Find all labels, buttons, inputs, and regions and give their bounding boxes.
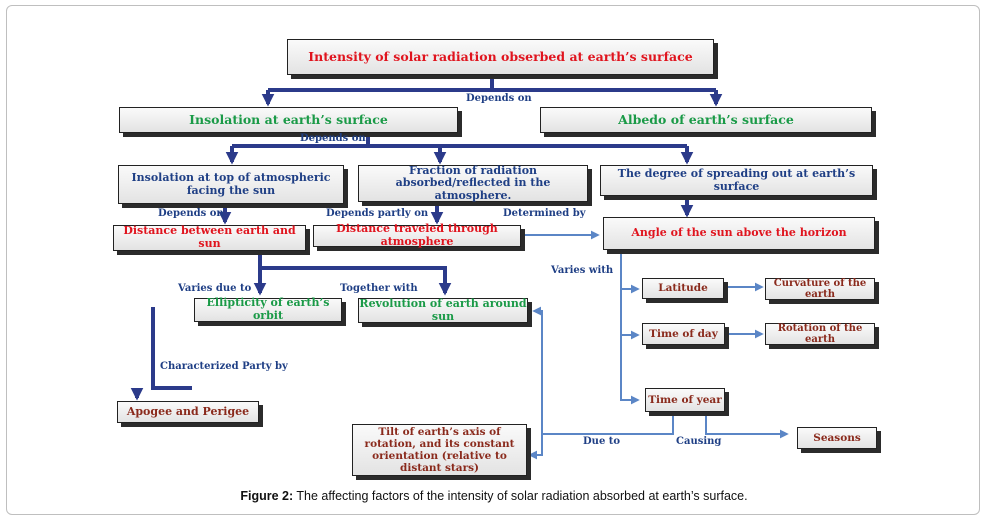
- node-insolation: Insolation at earth’s surface: [119, 107, 458, 133]
- label-together-with: Together with: [340, 283, 418, 294]
- node-apogee: Apogee and Perigee: [117, 401, 259, 423]
- node-time-of-day: Time of day: [642, 323, 725, 345]
- arrow-to-tilt: [528, 434, 543, 460]
- arrow-to-time-year: [620, 250, 640, 405]
- connector-to-apogee: [151, 307, 192, 390]
- arrow-to-revolution: [260, 266, 452, 296]
- node-distance-atm: Distance traveled through atmosphere: [313, 223, 521, 248]
- arrow-to-seasons: [705, 413, 789, 439]
- node-revolution: Revolution of earth around sun: [358, 296, 528, 323]
- node-seasons: Seasons: [797, 427, 877, 449]
- label-due-to: Due to: [583, 436, 621, 447]
- caption-text: The affecting factors of the intensity o…: [293, 489, 748, 503]
- label-depends-on-3: Depends on: [158, 208, 224, 219]
- label-depends-partly-on: Depends partly on: [326, 208, 429, 219]
- node-spreading: The degree of spreading out at earth’s s…: [600, 165, 873, 196]
- label-characterized-party-by: Characterized Party by: [160, 361, 288, 372]
- node-albedo: Albedo of earth’s surface: [540, 107, 872, 133]
- label-depends-on-2: Depends on: [300, 133, 366, 144]
- node-tilt: Tilt of earth’s axis of rotation, and it…: [352, 424, 527, 476]
- label-causing: Causing: [676, 436, 722, 447]
- node-curvature: Curvature of the earth: [765, 278, 875, 300]
- label-varies-due-to: Varies due to: [178, 283, 252, 294]
- caption-prefix: Figure 2:: [240, 489, 294, 503]
- figure-caption: Figure 2: The affecting factors of the i…: [0, 489, 988, 503]
- label-determined-by: Determined by: [503, 208, 586, 219]
- node-latitude: Latitude: [642, 278, 724, 299]
- node-angle: Angle of the sun above the horizon: [603, 217, 875, 250]
- node-main: Intensity of solar radiation obserbed at…: [287, 39, 714, 75]
- node-time-of-year: Time of year: [645, 388, 725, 412]
- label-depends-on-1: Depends on: [466, 93, 532, 104]
- node-ellipticity: Ellipticity of earth’s orbit: [194, 297, 342, 322]
- node-rotation: Rotation of the earth: [765, 323, 875, 345]
- label-varies-with: Varies with: [551, 265, 614, 276]
- node-top-atmosphere: Insolation at top of atmospheric facing …: [118, 165, 344, 204]
- node-distance-sun: Distance between earth and sun: [113, 225, 306, 251]
- node-fraction: Fraction of radiation absorbed/reflected…: [358, 164, 588, 202]
